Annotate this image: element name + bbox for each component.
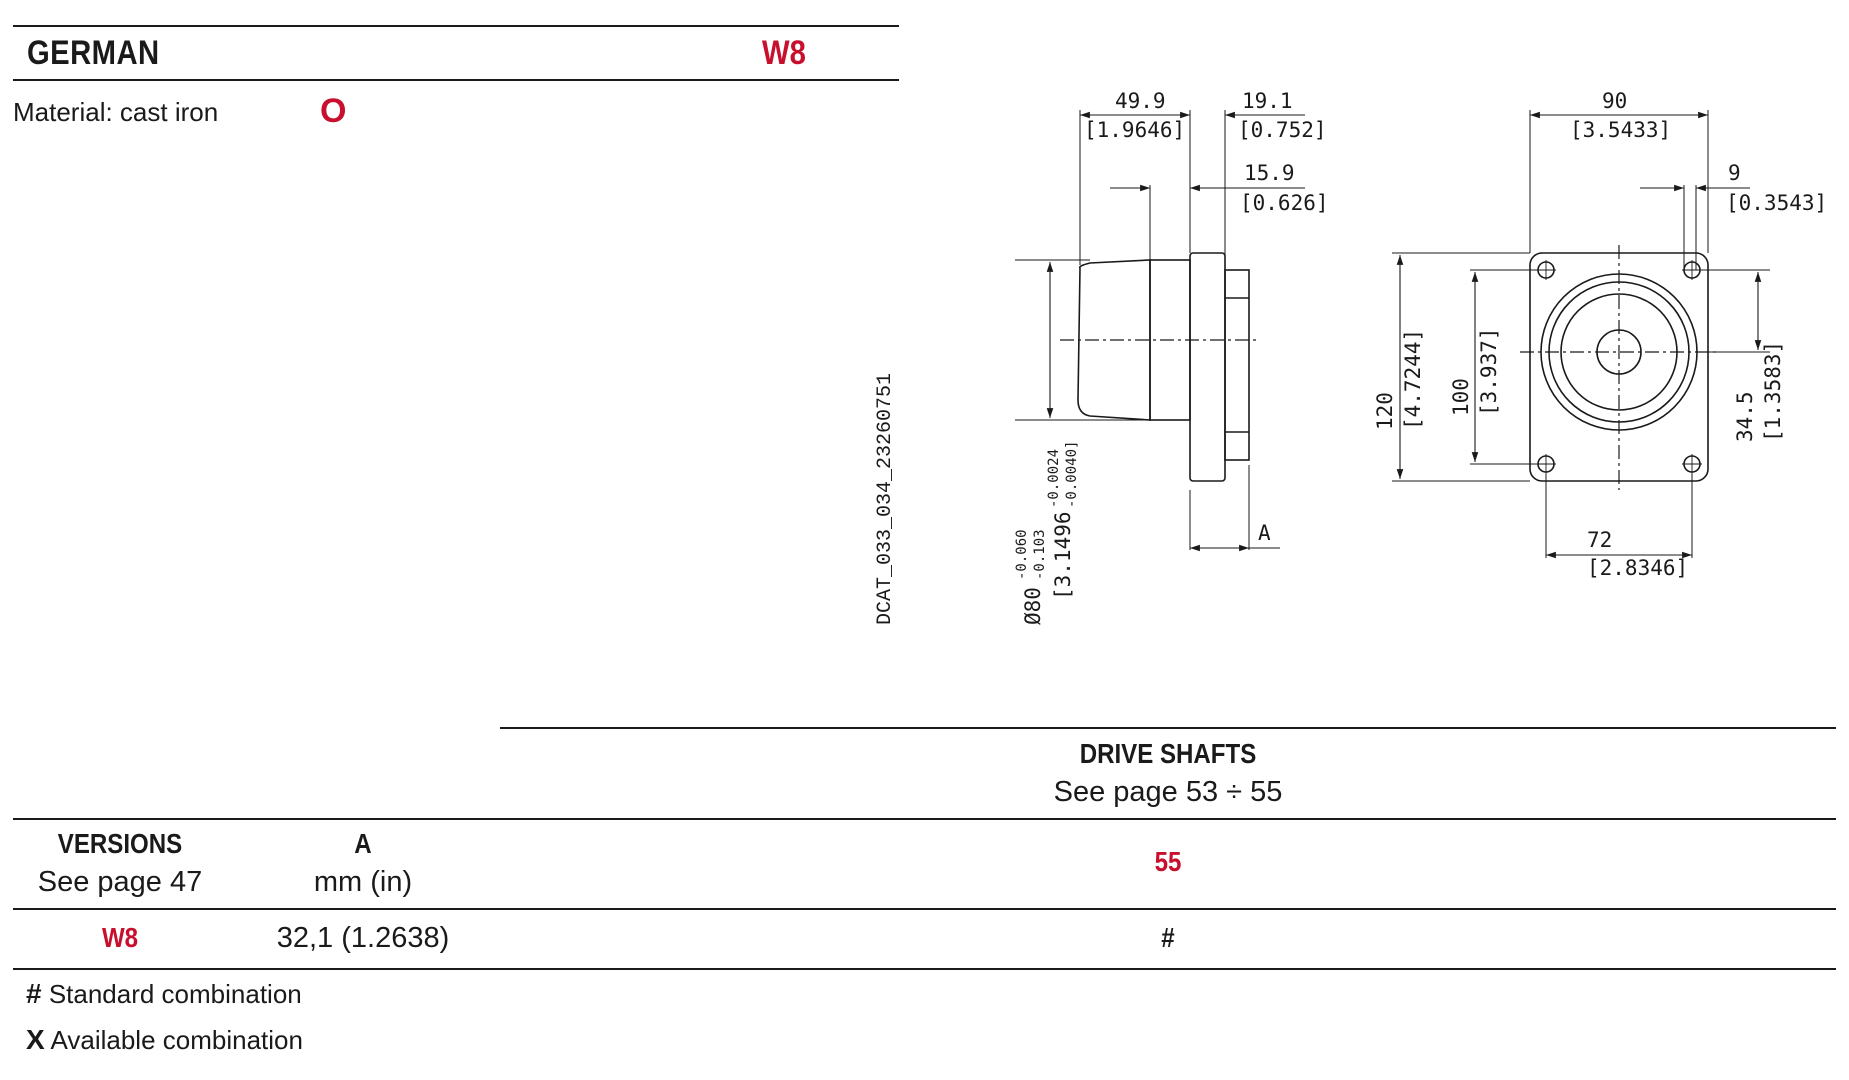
dim-49-9-in: [1.9646]	[1084, 118, 1185, 142]
dim-90-in: [3.5433]	[1570, 118, 1671, 142]
versions-header: VERSIONS	[57, 828, 183, 859]
side-view-flange	[1189, 252, 1226, 482]
versions-subheader: See page 47	[37, 866, 203, 898]
legend-available-symbol: X	[26, 1024, 45, 1055]
row-shaft-value: #	[1161, 922, 1175, 953]
dim-90-mm: 90	[1602, 89, 1627, 113]
technical-drawing: 49.9 [1.9646] 19.1 [0.752] 15.9 [0.626] …	[1014, 89, 1827, 625]
table-header-bottom-rule	[13, 908, 1836, 910]
dim-dia-mm-tol-hi: -0.060	[1014, 529, 1030, 580]
legend-available-text: Available combination	[50, 1025, 303, 1055]
a-subheader: mm (in)	[313, 866, 413, 898]
dim-72-mm: 72	[1587, 528, 1612, 552]
header-rule	[13, 79, 899, 81]
dim-34-5-mm: 34.5	[1733, 391, 1757, 442]
legend-available: X Available combination	[26, 1024, 303, 1056]
material-symbol: O	[320, 92, 347, 130]
drive-shafts-subtitle: See page 53 ÷ 55	[1053, 776, 1283, 808]
dim-dia-mm: Ø80	[1021, 587, 1045, 625]
dim-dia-mm-tol-lo: -0.103	[1032, 529, 1048, 580]
row-version: W8	[101, 922, 139, 953]
dim-dia-in-tol-hi: -0.0024	[1046, 449, 1062, 508]
material-label: Material: cast iron	[13, 97, 219, 127]
dim-a-label: A	[1258, 521, 1271, 545]
row-a-value: 32,1 (1.2638)	[276, 922, 450, 954]
dim-120-mm: 120	[1373, 392, 1397, 430]
table-header-top-rule	[13, 818, 1836, 820]
dim-19-1-mm: 19.1	[1242, 89, 1293, 113]
shaft-column-header: 55	[1154, 846, 1182, 877]
model-code: W8	[762, 34, 806, 72]
legend-standard-symbol: #	[26, 978, 42, 1009]
drive-shafts-title: DRIVE SHAFTS	[1079, 738, 1257, 769]
dim-9-in: [0.3543]	[1726, 191, 1827, 215]
dim-19-1-in: [0.752]	[1238, 118, 1327, 142]
side-view-spigot	[1224, 269, 1250, 461]
dim-dia-in: [3.1496	[1051, 511, 1075, 600]
dim-100-in: [3.937]	[1477, 327, 1501, 416]
a-header: A	[354, 828, 372, 859]
dim-9-mm: 9	[1728, 161, 1741, 185]
dim-49-9-mm: 49.9	[1115, 89, 1166, 113]
dim-15-9-in: [0.626]	[1240, 191, 1329, 215]
legend-standard-text: Standard combination	[48, 979, 302, 1009]
dim-100-mm: 100	[1449, 378, 1473, 416]
page-title: GERMAN	[27, 34, 160, 72]
drawing-code-text: DCAT_033_034_23260751	[874, 372, 897, 625]
dim-120-in: [4.7244]	[1401, 329, 1425, 430]
dim-15-9-mm: 15.9	[1244, 161, 1295, 185]
table-bottom-rule	[13, 968, 1836, 970]
dim-72-in: [2.8346]	[1587, 556, 1688, 580]
drive-shafts-top-rule	[500, 727, 1836, 729]
dim-dia-in-tol-lo: -0.0040]	[1064, 441, 1080, 508]
top-rule	[13, 25, 899, 27]
dim-34-5-in: [1.3583]	[1761, 341, 1785, 442]
legend-standard: # Standard combination	[26, 978, 302, 1010]
drawing-code: DCAT_033_034_23260751	[874, 373, 897, 625]
